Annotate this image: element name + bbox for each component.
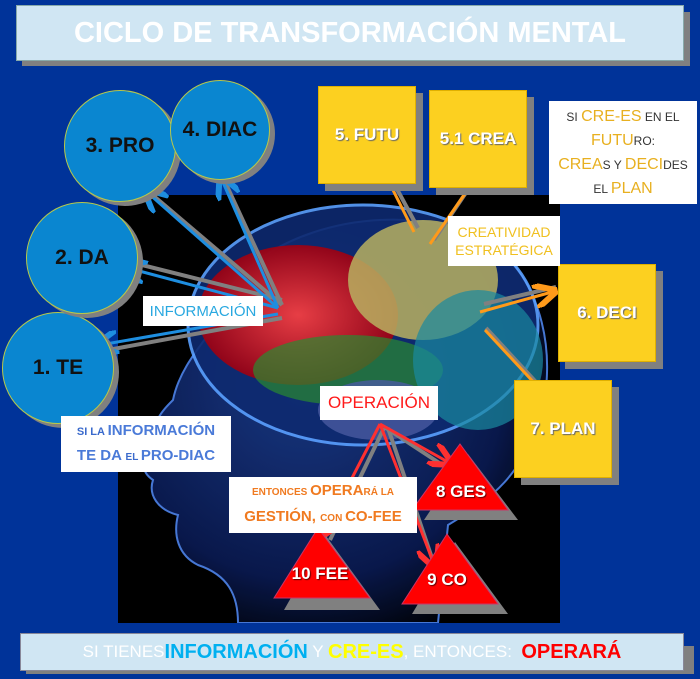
node-8-ges-label: 8 GES: [435, 482, 487, 501]
triangle-10-fee[interactable]: [273, 527, 371, 599]
node-4-diac[interactable]: 4. DIAC: [170, 80, 270, 180]
page-title: CICLO DE TRANSFORMACIÓN MENTAL: [73, 16, 627, 49]
label-informacion: INFORMACIÓN: [143, 296, 263, 326]
note-cre-es-line-3: CREAS Y DECIDES: [558, 155, 688, 173]
node-5-futu[interactable]: 5. FUTU: [318, 86, 416, 184]
node-7-plan[interactable]: 7. PLAN: [514, 380, 612, 478]
note-cre-es-line-4: EL PLAN: [593, 179, 653, 197]
triangle-8-ges[interactable]: [411, 443, 509, 511]
node-2-da[interactable]: 2. DA: [26, 202, 138, 314]
note-cre-es-line-2: FUTURO:: [591, 131, 655, 149]
note-info-line-2: TE DA EL PRO-DIAC: [76, 446, 216, 464]
node-1-te[interactable]: 1. TE: [2, 312, 114, 424]
note-informacion: SI LA INFORMACIÓN TE DA EL PRO-DIAC: [61, 416, 231, 472]
node-6-deci[interactable]: 6. DECI: [558, 264, 656, 362]
node-5-1-crea[interactable]: 5.1 CREA: [429, 90, 527, 188]
node-10-fee-label: 10 FEE: [291, 564, 349, 583]
label-creatividad-estrategica: CREATIVIDAD ESTRATÉGICA: [448, 216, 560, 266]
note-info-line-1: SI LA INFORMACIÓN: [76, 421, 216, 439]
label-operacion: OPERACIÓN: [320, 386, 438, 420]
footer-banner: SI TIENES INFORMACIÓN Y CRE-ES , ENTONCE…: [20, 633, 684, 671]
triangle-9-co[interactable]: [401, 533, 499, 605]
note-cre-es-line-1: SI CRE-ES EN EL: [566, 107, 680, 125]
note-oper-line-2: GESTIÓN, CON CO-FEE: [244, 508, 402, 525]
title-banner: CICLO DE TRANSFORMACIÓN MENTAL: [16, 5, 684, 61]
node-9-co-label: 9 CO: [427, 570, 467, 589]
note-cre-es: SI CRE-ES EN EL FUTURO: CREAS Y DECIDES …: [549, 101, 697, 204]
note-oper-line-1: ENTONCES OPERARÁ LA: [251, 482, 395, 499]
note-operacion: ENTONCES OPERARÁ LA GESTIÓN, CON CO-FEE: [229, 477, 417, 533]
